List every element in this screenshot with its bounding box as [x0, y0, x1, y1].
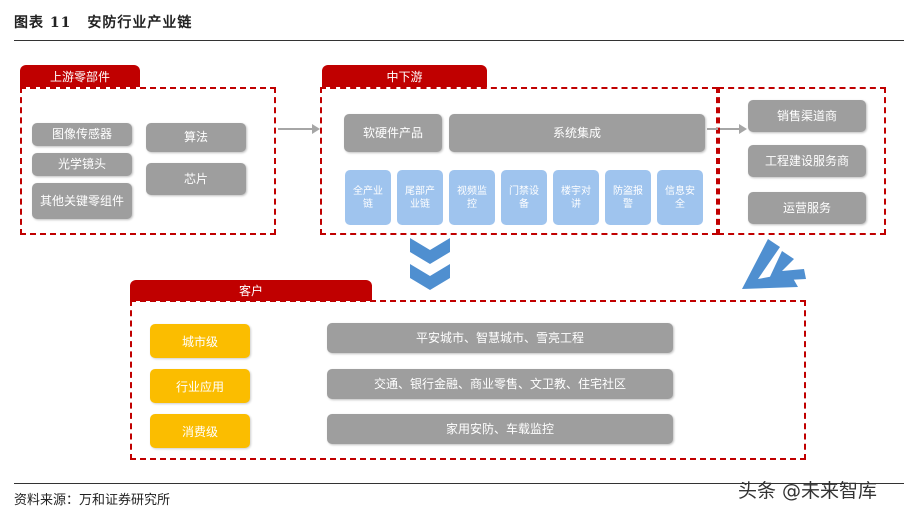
midstream-box: [320, 87, 718, 235]
arrow-midstream-to-downstream: [707, 124, 747, 134]
upstream-item-algorithm: 算法: [146, 123, 246, 152]
midstream-item-info-security: 信息安全: [657, 170, 703, 225]
watermark: 头条 @未来智库: [738, 480, 878, 502]
upstream-item-optical-lens: 光学镜头: [32, 153, 132, 176]
chevron-down-icon: [410, 238, 450, 290]
midstream-item-video-surveillance: 视频监控: [449, 170, 495, 225]
customer-desc-industry: 交通、银行金融、商业零售、文卫教、住宅社区: [327, 369, 673, 399]
figure-caption: 安防行业产业链: [87, 15, 193, 31]
source-note: 资料来源：万和证券研究所: [14, 493, 171, 508]
upstream-box: [20, 87, 276, 235]
arrow-upstream-to-midstream: [278, 124, 320, 134]
footer-rule: [14, 483, 904, 484]
midstream-item-full-chain: 全产业链: [345, 170, 391, 225]
customer-level-consumer: 消费级: [150, 414, 250, 448]
downstream-item-sales-channel: 销售渠道商: [748, 100, 866, 132]
figure-number: 图表 11: [14, 15, 72, 31]
upstream-item-image-sensor: 图像传感器: [32, 123, 132, 146]
customer-desc-consumer: 家用安防、车载监控: [327, 414, 673, 444]
customers-label: 客户: [130, 280, 372, 301]
customers-box: [130, 300, 806, 460]
customer-level-industry: 行业应用: [150, 369, 250, 403]
header-rule: [14, 40, 904, 41]
midstream-item-access-control: 门禁设备: [501, 170, 547, 225]
upstream-label: 上游零部件: [20, 65, 140, 87]
downstream-item-operation-service: 运营服务: [748, 192, 866, 224]
customer-level-city: 城市级: [150, 324, 250, 358]
upstream-item-key-components: 其他关键零组件: [32, 183, 132, 219]
midstream-item-intercom: 楼宇对讲: [553, 170, 599, 225]
downstream-box: [718, 87, 886, 235]
midstream-label: 中下游: [322, 65, 487, 87]
chevron-down-left-icon: [742, 239, 806, 289]
downstream-item-engineering-service: 工程建设服务商: [748, 145, 866, 177]
figure-title: 图表 11 安防行业产业链: [14, 12, 192, 32]
midstream-system-integration: 系统集成: [449, 114, 705, 152]
midstream-item-tail-chain: 尾部产业链: [397, 170, 443, 225]
upstream-item-chip: 芯片: [146, 163, 246, 195]
midstream-software-hardware: 软硬件产品: [344, 114, 442, 152]
midstream-item-burglar-alarm: 防盗报警: [605, 170, 651, 225]
customer-desc-city: 平安城市、智慧城市、雪亮工程: [327, 323, 673, 353]
